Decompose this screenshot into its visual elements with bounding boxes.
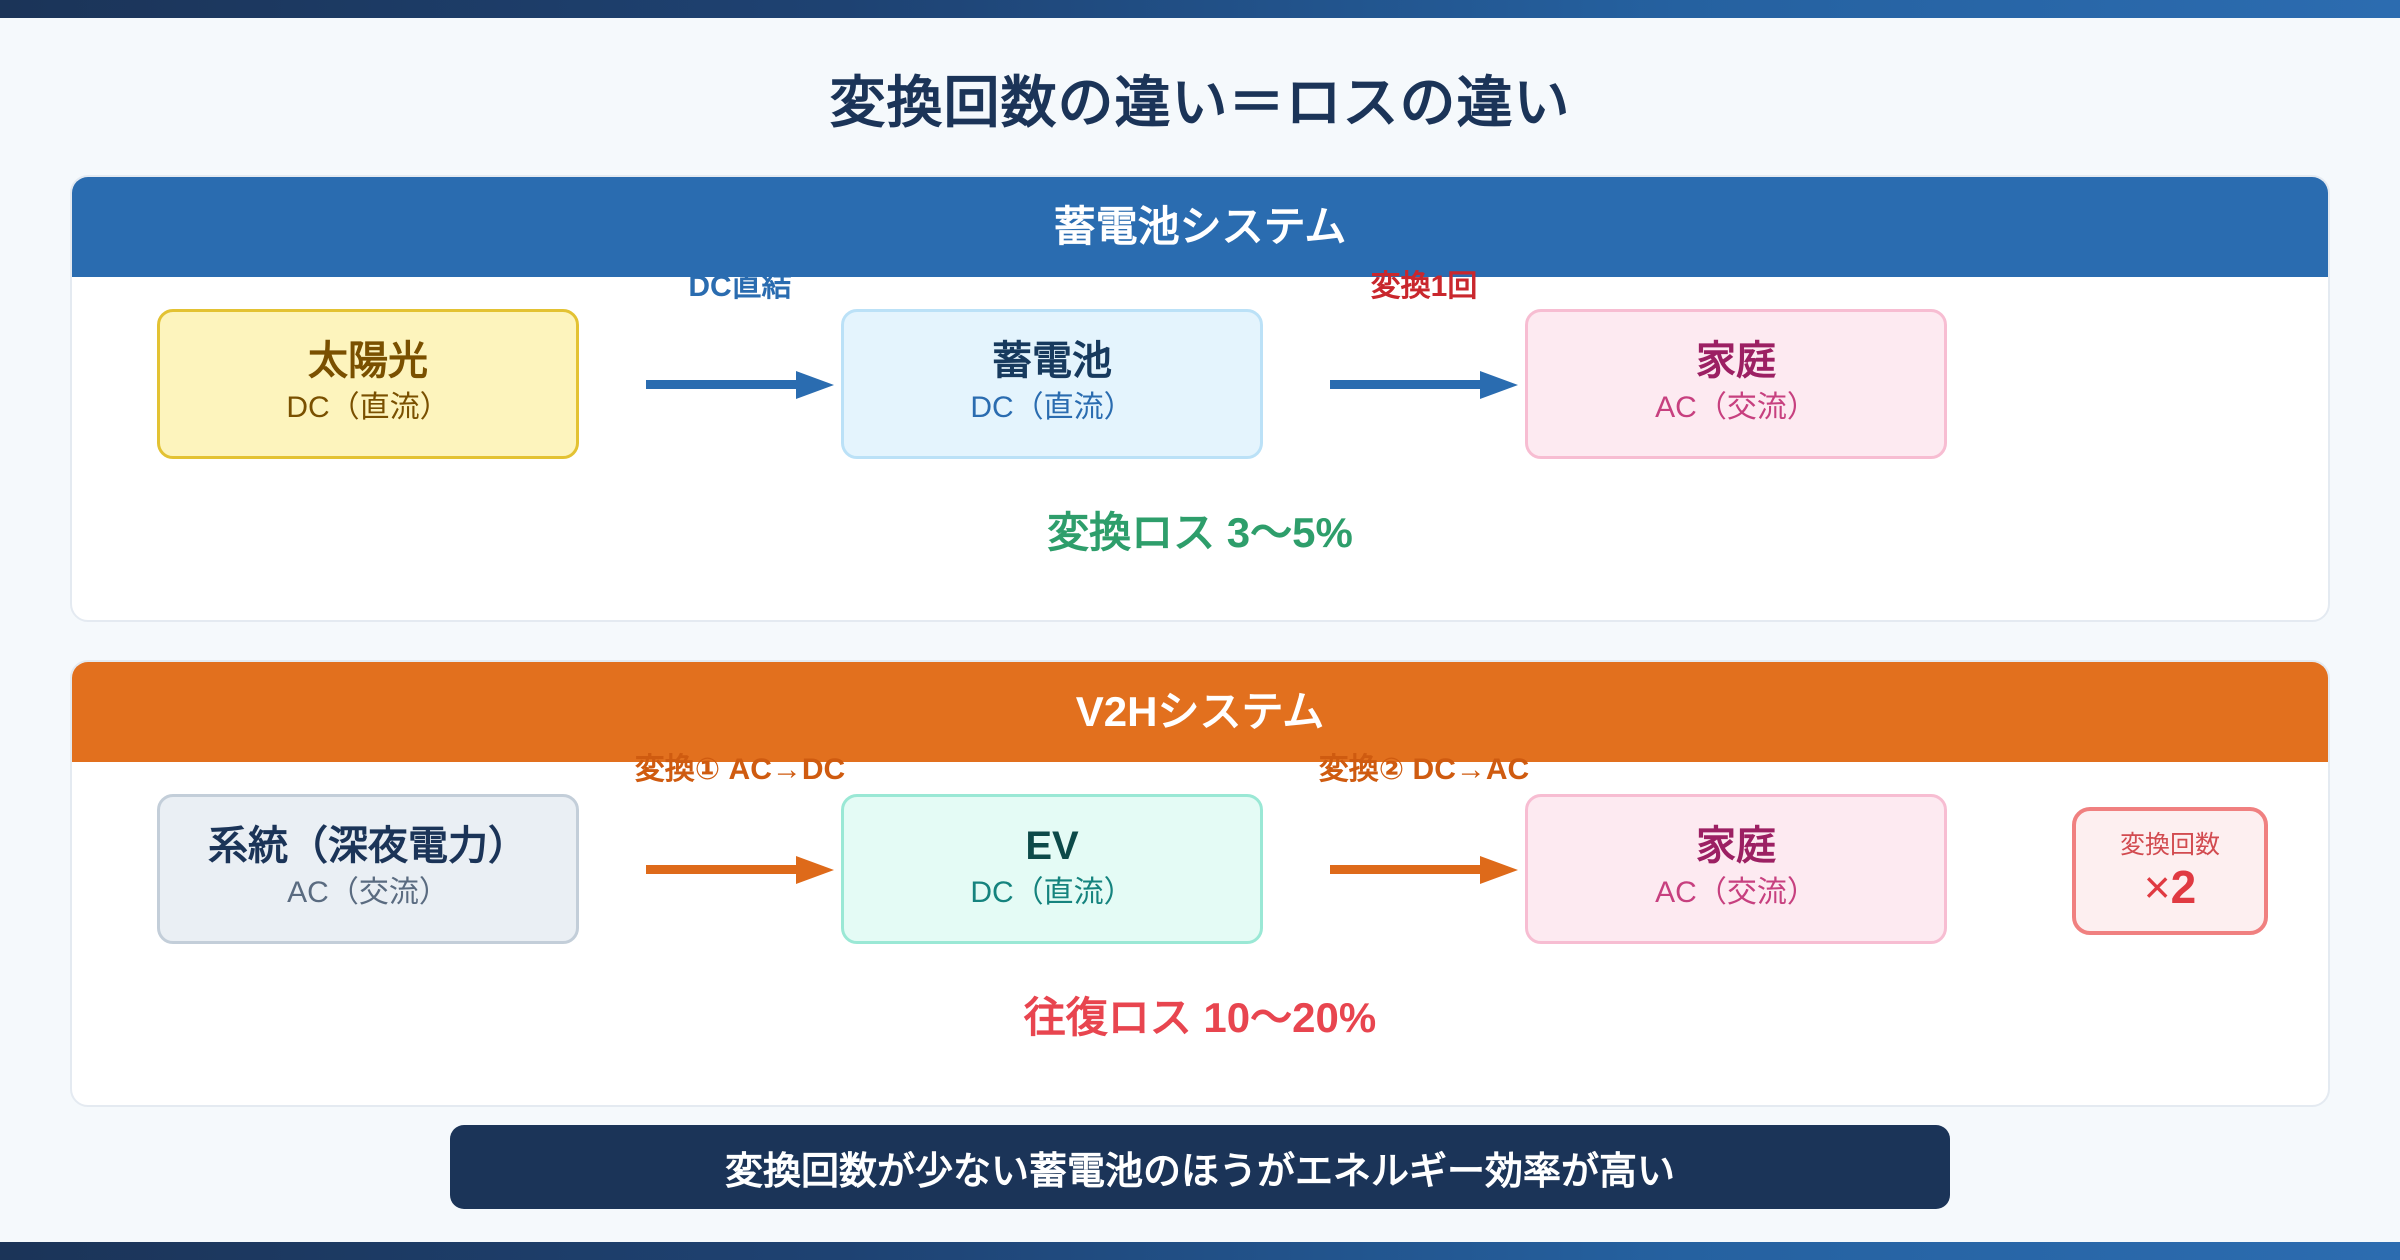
arrow-label-conversion-once: 変換1回 [1370, 270, 1478, 303]
conclusion-text: 変換回数が少ない蓄電池のほうがエネルギー効率が高い [724, 1150, 1675, 1193]
battery-system-header: 蓄電池システム [72, 177, 2328, 277]
battery-system-card: 蓄電池システム 太陽光 DC（直流） DC直結 蓄電池 DC（直流） 変換1回 [70, 175, 2330, 622]
node-home-battery: 家庭 AC（交流） [1525, 309, 1947, 459]
node-home-title: 家庭 [1696, 339, 1776, 384]
node-solar: 太陽光 DC（直流） [157, 309, 579, 459]
battery-loss-text: 変換ロス 3〜5% [1047, 509, 1353, 556]
node-solar-subtitle: DC（直流） [286, 391, 450, 425]
v2h-system-header: V2Hシステム [72, 662, 2328, 762]
conversion-count-number: 2 [2170, 860, 2197, 913]
bottom-accent-bar [0, 1242, 2400, 1260]
arrow-head [796, 856, 834, 884]
arrow-head [1480, 371, 1518, 399]
arrow-ev-to-home-icon [1330, 856, 1518, 884]
arrow-head [796, 371, 834, 399]
node-home-subtitle: AC（交流） [1655, 391, 1817, 425]
v2h-system-card: V2Hシステム 系統（深夜電力） AC（交流） 変換① AC→DC EV DC（… [70, 660, 2330, 1107]
arrow-shaft [646, 380, 798, 389]
node-home-title: 家庭 [1696, 824, 1776, 869]
node-grid: 系統（深夜電力） AC（交流） [157, 794, 579, 944]
node-battery-title: 蓄電池 [992, 339, 1112, 384]
arrow-battery-to-home-icon [1330, 371, 1518, 399]
battery-system-body: 太陽光 DC（直流） DC直結 蓄電池 DC（直流） 変換1回 家庭 AC（交流… [72, 270, 2328, 620]
page-title: 変換回数の違い＝ロスの違い [829, 71, 1571, 134]
node-ev-subtitle: DC（直流） [970, 876, 1134, 910]
node-solar-title: 太陽光 [308, 339, 428, 384]
multiply-icon: × [2143, 860, 2171, 913]
node-home-v2h: 家庭 AC（交流） [1525, 794, 1947, 944]
battery-flow-row: 太陽光 DC（直流） DC直結 蓄電池 DC（直流） 変換1回 家庭 AC（交流… [72, 270, 2328, 469]
node-grid-subtitle: AC（交流） [287, 876, 449, 910]
node-home-subtitle: AC（交流） [1655, 876, 1817, 910]
arrow-shaft [646, 865, 798, 874]
node-ev-title: EV [1025, 824, 1079, 869]
arrow-label-conversion-2: 変換② DC→AC [1318, 753, 1530, 786]
conclusion-banner: 変換回数が少ない蓄電池のほうがエネルギー効率が高い [450, 1125, 1950, 1209]
top-accent-bar [0, 0, 2400, 18]
v2h-flow-row: 系統（深夜電力） AC（交流） 変換① AC→DC EV DC（直流） 変換② … [72, 753, 2328, 954]
conversion-count-value: ×2 [2143, 860, 2197, 913]
conversion-count-badge: 変換回数 ×2 [2072, 807, 2268, 935]
node-battery-subtitle: DC（直流） [970, 391, 1134, 425]
node-grid-title: 系統（深夜電力） [208, 824, 528, 869]
arrow-label-dc-direct: DC直結 [688, 270, 792, 303]
arrow-grid-to-ev-icon [646, 856, 834, 884]
arrow-shaft [1330, 380, 1482, 389]
arrow-label-conversion-1: 変換① AC→DC [634, 753, 846, 786]
arrow-solar-to-battery-icon [646, 371, 834, 399]
node-ev: EV DC（直流） [841, 794, 1263, 944]
conversion-count-label: 変換回数 [2119, 830, 2220, 859]
arrow-shaft [1330, 865, 1482, 874]
arrow-head [1480, 856, 1518, 884]
node-battery: 蓄電池 DC（直流） [841, 309, 1263, 459]
v2h-system-body: 系統（深夜電力） AC（交流） 変換① AC→DC EV DC（直流） 変換② … [72, 753, 2328, 1105]
v2h-loss-text: 往復ロス 10〜20% [1023, 994, 1377, 1041]
